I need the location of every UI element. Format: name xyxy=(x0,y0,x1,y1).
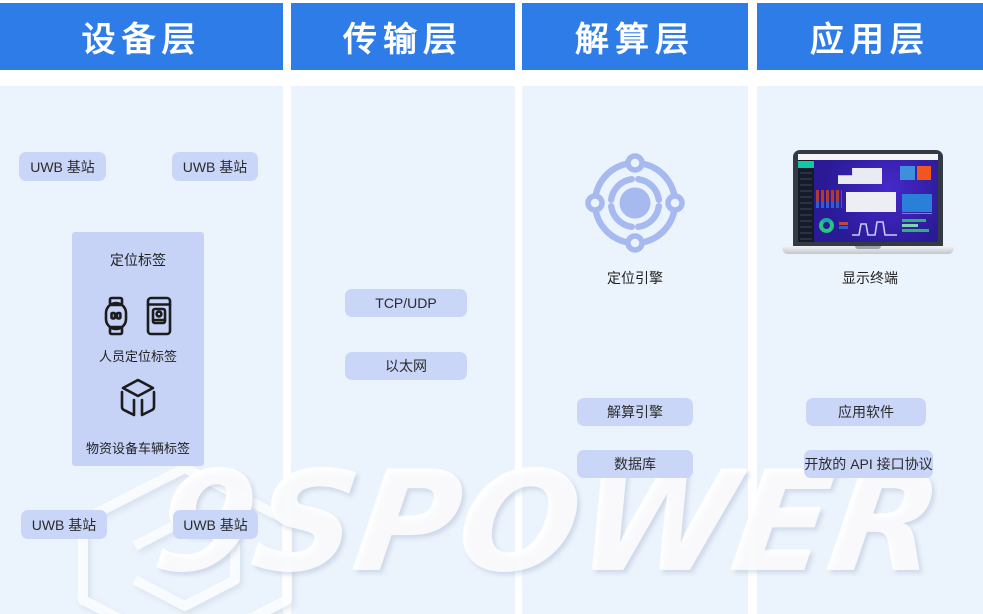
tag-box-title: 定位标签 xyxy=(110,252,166,268)
line-chart-mini xyxy=(852,221,897,236)
database-chip: 数据库 xyxy=(577,450,693,478)
dashboard-sidebar xyxy=(798,160,814,242)
uwb-station-chip: UWB 基站 xyxy=(21,510,107,539)
stat-tile-blue xyxy=(900,166,915,180)
donut-chart-mini xyxy=(819,218,834,233)
positioning-engine-icon xyxy=(585,153,685,253)
uwb-station-chip: UWB 基站 xyxy=(19,152,106,181)
person-tag-label: 人员定位标签 xyxy=(98,349,177,364)
tcp-udp-chip: TCP/UDP xyxy=(345,289,467,317)
asset-tag-label: 物资设备车辆标签 xyxy=(85,441,190,456)
laptop-lid xyxy=(793,150,943,247)
area-chart-mini xyxy=(902,190,932,214)
floorplan-top xyxy=(838,168,882,184)
dashboard-screen xyxy=(798,154,938,242)
terminal-label: 显示终端 xyxy=(842,270,898,286)
uwb-station-chip: UWB 基站 xyxy=(172,152,258,181)
hbar-chart-mini xyxy=(902,219,932,234)
bar-chart-mini xyxy=(816,190,842,208)
panel-computing-layer xyxy=(522,86,748,614)
app-software-chip: 应用软件 xyxy=(806,398,926,426)
open-api-chip: 开放的 API 接口协议 xyxy=(804,450,933,478)
positioning-tag-box: 定位标签 人员定位标签 xyxy=(72,232,204,466)
laptop-display xyxy=(782,150,954,254)
floorplan-mid xyxy=(846,192,896,212)
legend-mini xyxy=(839,222,848,230)
header-application-layer: 应用层 xyxy=(757,3,983,70)
header-computing-layer: 解算层 xyxy=(522,3,748,70)
dashboard-topbar xyxy=(798,154,938,160)
dashboard-main xyxy=(814,160,938,242)
engine-label: 定位引擎 xyxy=(607,270,663,286)
panel-transport-layer xyxy=(291,86,515,614)
header-device-layer: 设备层 xyxy=(0,3,283,70)
cube-icon xyxy=(120,378,156,417)
laptop-base xyxy=(782,246,954,254)
id-badge-icon xyxy=(146,296,172,336)
smartwatch-icon xyxy=(104,296,128,336)
solver-engine-chip: 解算引擎 xyxy=(577,398,693,426)
uwb-station-chip: UWB 基站 xyxy=(173,510,258,539)
stat-tile-orange xyxy=(917,166,931,180)
header-transport-layer: 传输层 xyxy=(291,3,515,70)
ethernet-chip: 以太网 xyxy=(345,352,467,380)
